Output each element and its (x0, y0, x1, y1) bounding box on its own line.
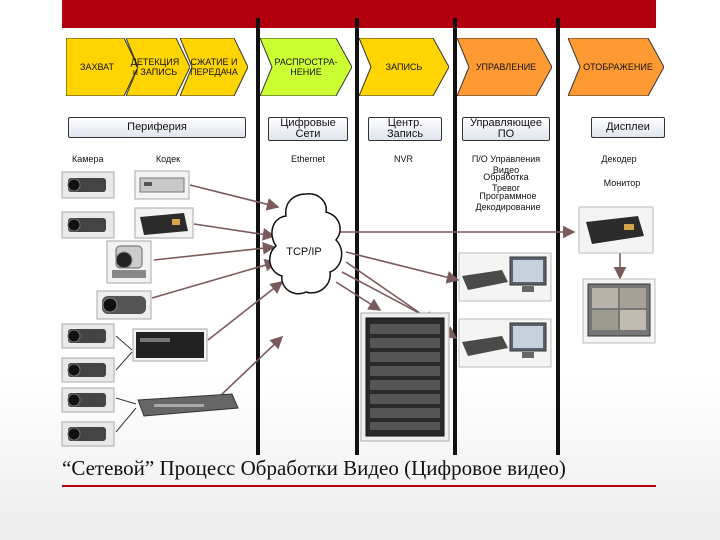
label-software-decoding: Программное Декодирование (475, 191, 541, 212)
lane-divider (556, 18, 560, 455)
workstation-icon (458, 252, 552, 302)
label-monitor: Монитор (603, 178, 641, 188)
ptz-camera-icon (96, 290, 152, 320)
camera-icon (61, 357, 115, 383)
category-management-software: Управляющее ПО (462, 117, 550, 141)
label-vms: П/О Управления Видео (471, 154, 541, 175)
stage-capture: ЗАХВАТ (66, 38, 138, 96)
category-central-recording: Центр. Запись (368, 117, 442, 141)
label-camera: Камера (72, 154, 104, 164)
page-title: “Сетевой” Процесс Обработки Видео (Цифро… (62, 456, 566, 480)
lane-divider (453, 18, 457, 455)
label-decoder: Декодер (601, 154, 637, 164)
camera-icon (61, 211, 115, 239)
stage-compression: СЖАТИЕ И ПЕРЕДАЧА (180, 38, 248, 96)
stage-label: ЗАПИСЬ (385, 62, 423, 72)
stage-management: УПРАВЛЕНИЕ (457, 38, 552, 96)
dome-camera-icon (106, 240, 152, 284)
nvr-rack-icon (360, 312, 450, 442)
camera-icon (61, 387, 115, 413)
stage-label: РАСПРОСТРА-НЕНИЕ (274, 57, 338, 77)
label-codec: Кодек (155, 154, 181, 164)
stage-display: ОТОБРАЖЕНИЕ (568, 38, 664, 96)
multi-encoder-icon (132, 328, 208, 362)
stage-label: СЖАТИЕ И ПЕРЕДАЧА (190, 57, 238, 77)
stage-label: ЗАХВАТ (80, 62, 114, 72)
camera-icon (61, 421, 115, 447)
network-cloud-icon (269, 193, 343, 295)
network-label: TCP/IP (286, 246, 322, 258)
stage-label: УПРАВЛЕНИЕ (475, 62, 537, 72)
title-underline (62, 485, 656, 487)
label-nvr: NVR (394, 154, 414, 164)
stage-label: ОТОБРАЖЕНИЕ (583, 62, 653, 72)
monitor-icon (582, 278, 656, 344)
category-digital-networks: Цифровые Сети (268, 117, 348, 141)
camera-icon (61, 323, 115, 349)
stage-detection: ДЕТЕКЦИЯ и ЗАПИСЬ (126, 38, 190, 96)
lane-divider (256, 18, 260, 455)
category-peripherals: Периферия (68, 117, 246, 138)
workstation-icon (458, 318, 552, 368)
camera-icon (61, 171, 115, 199)
label-ethernet: Ethernet (290, 154, 326, 164)
lane-divider (355, 18, 359, 455)
stage-distribution: РАСПРОСТРА-НЕНИЕ (260, 38, 352, 96)
decoder-icon (578, 206, 654, 254)
rack-encoder-icon (137, 393, 239, 417)
encoder-icon (134, 207, 194, 239)
stage-label: ДЕТЕКЦИЯ и ЗАПИСЬ (130, 57, 180, 77)
label-alarm-processing: Обработка Тревог (483, 172, 529, 193)
encoder-icon (134, 170, 190, 200)
category-displays: Дисплеи (591, 117, 665, 138)
stage-recording: ЗАПИСЬ (359, 38, 449, 96)
